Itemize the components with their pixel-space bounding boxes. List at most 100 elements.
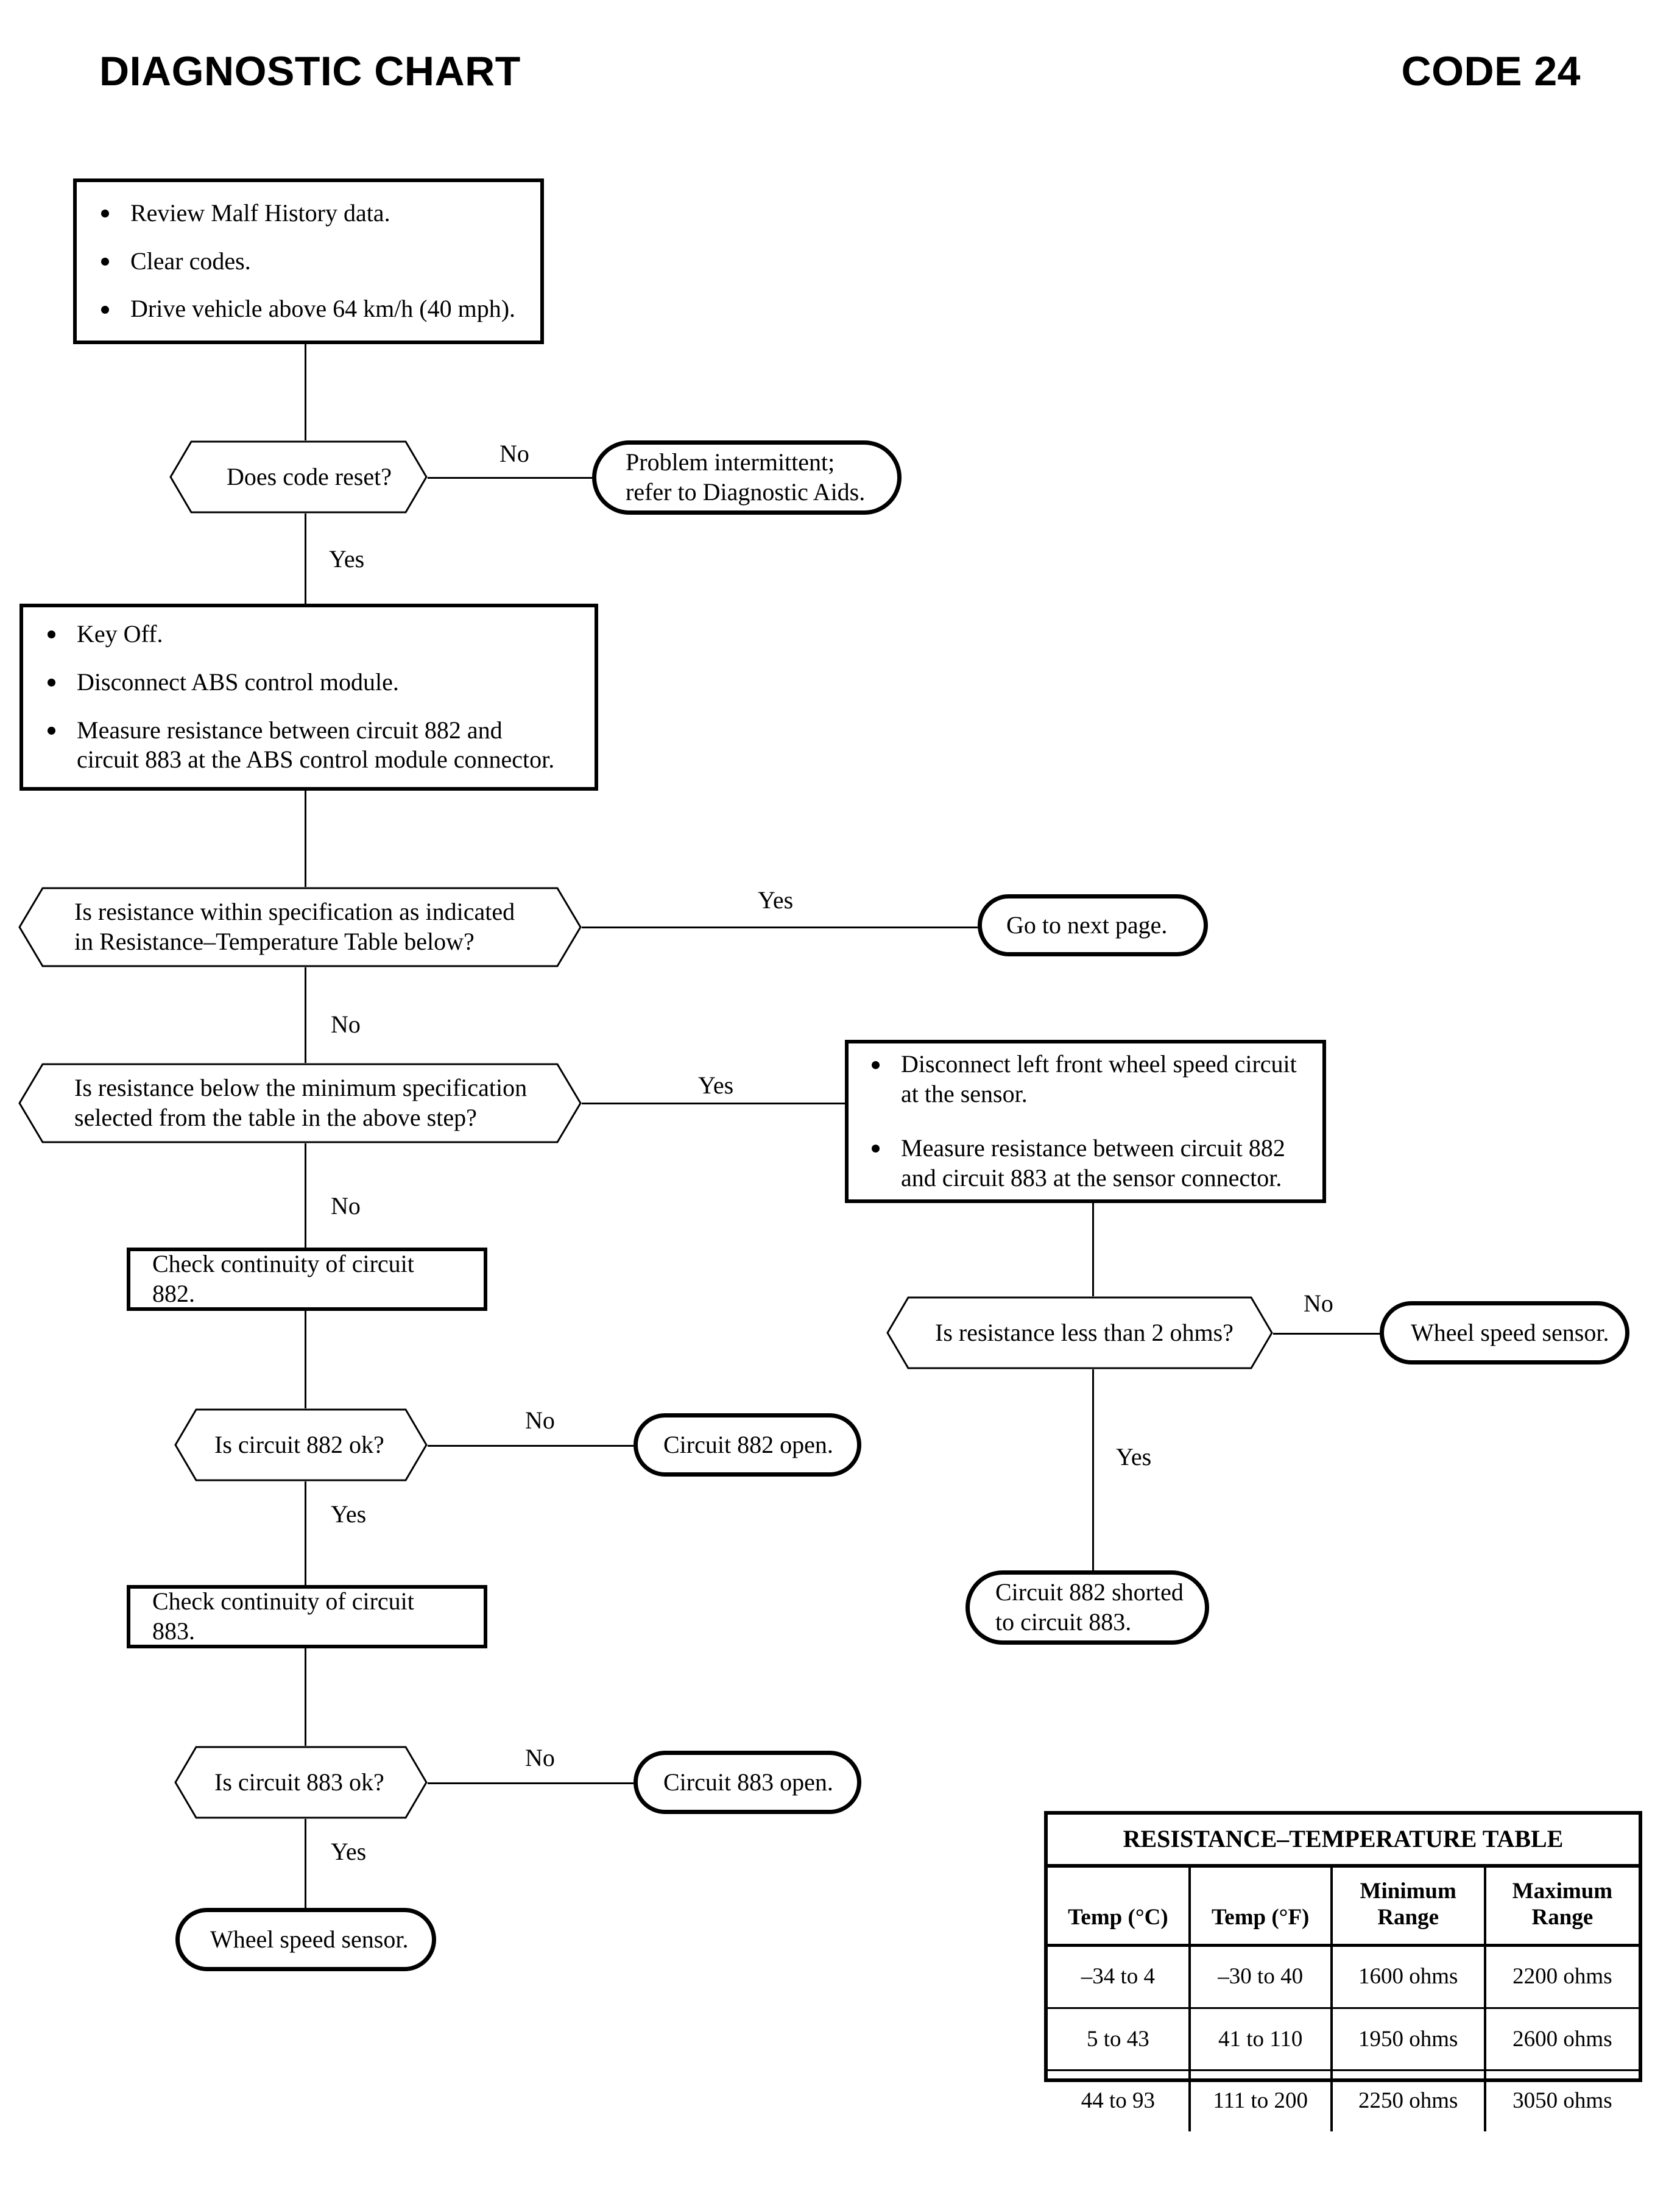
page-title: DIAGNOSTIC CHART [99, 48, 521, 94]
process-box-check-continuity-883: Check continuity of circuit 883. [127, 1585, 487, 1648]
decision-does-code-reset: Does code reset? [169, 440, 428, 514]
terminal-line-1: Circuit 882 shorted [995, 1578, 1184, 1606]
hexagon-shape [174, 1746, 428, 1819]
list-item: Clear codes. [101, 247, 516, 277]
connector-d5-no [426, 1782, 634, 1784]
connector-box883-to-d5 [305, 1648, 306, 1764]
terminal-circuit-882-open: Circuit 882 open. [634, 1413, 861, 1477]
terminal-wheel-speed-sensor-right: Wheel speed sensor. [1380, 1301, 1629, 1364]
list-item: Review Malf History data. [101, 199, 516, 228]
table-caption: RESISTANCE–TEMPERATURE TABLE [1048, 1815, 1639, 1868]
branch-label-883-ok-no: No [525, 1744, 555, 1771]
branch-label-below-min-yes: Yes [698, 1071, 734, 1099]
connector-d4-to-box883 [305, 1469, 306, 1585]
decision-circuit-882-ok: Is circuit 882 ok? [174, 1408, 428, 1481]
list-item: Drive vehicle above 64 km/h (40 mph). [101, 294, 516, 324]
connector-d3-to-box882 [305, 1132, 306, 1248]
resistance-temperature-table: RESISTANCE–TEMPERATURE TABLE Temp (°C) T… [1044, 1811, 1642, 2131]
hexagon-shape [174, 1408, 428, 1481]
decision-line-1: Is resistance within specification as in… [74, 898, 515, 926]
list-item: Measure resistance between circuit 882 a… [48, 716, 570, 775]
list-item: Disconnect left front wheel speed circui… [872, 1050, 1299, 1109]
hexagon-shape [18, 887, 582, 967]
terminal-problem-intermittent: Problem intermittent; refer to Diagnosti… [592, 440, 902, 515]
table-row: –34 to 4 –30 to 40 1600 ohms 2200 ohms [1048, 1945, 1639, 2008]
list-item: Key Off. [48, 620, 570, 649]
connector-box882-to-d4 [305, 1311, 306, 1427]
list-item: Disconnect ABS control module. [48, 668, 570, 697]
terminal-circuit-883-open: Circuit 883 open. [634, 1751, 861, 1814]
process-box-key-off: Key Off. Disconnect ABS control module. … [19, 604, 598, 791]
bullet-icon [101, 305, 109, 314]
bullet-icon [872, 1145, 880, 1153]
branch-label-within-spec-yes: Yes [758, 886, 794, 914]
branch-label-882-ok-no: No [525, 1407, 555, 1434]
table-row: 5 to 43 41 to 110 1950 ohms 2600 ohms [1048, 2007, 1639, 2071]
cell-minimum-range: 2250 ohms [1331, 2069, 1486, 2131]
table-header-row: Temp (°C) Temp (°F) Minimum Range Maximu… [1048, 1868, 1639, 1947]
connector-d6-no [1273, 1333, 1380, 1335]
terminal-line-2: to circuit 883. [995, 1608, 1132, 1636]
list-item: Measure resistance between circuit 882 a… [872, 1134, 1299, 1193]
bullet-icon [48, 679, 55, 687]
cell-temp-c: 5 to 43 [1048, 2007, 1191, 2071]
decision-resistance-less-than-2-ohms: Is resistance less than 2 ohms? [886, 1296, 1273, 1369]
code-label: CODE 24 [1401, 48, 1581, 94]
branch-label-code-reset-yes: Yes [329, 545, 365, 573]
connector-d2-yes [582, 927, 978, 928]
cell-maximum-range: 2200 ohms [1512, 1964, 1612, 1989]
cell-temp-f: 111 to 200 [1189, 2069, 1333, 2131]
cell-maximum-range: 3050 ohms [1484, 2069, 1639, 2131]
cell-temp-c: 44 to 93 [1048, 2069, 1191, 2131]
terminal-line-1: Problem intermittent; [626, 448, 835, 476]
connector-box1-to-d1 [305, 344, 306, 454]
cell-temp-f: 41 to 110 [1189, 2007, 1333, 2071]
table-row: 44 to 93 111 to 200 2250 ohms 3050 ohms [1048, 2069, 1639, 2131]
hexagon-shape [169, 440, 428, 514]
connector-sensorbox-to-d6 [1092, 1203, 1094, 1304]
process-box-check-continuity-882: Check continuity of circuit 882. [127, 1248, 487, 1311]
connector-d2-to-d3 [305, 954, 306, 1073]
terminal-wheel-speed-sensor-bottom: Wheel speed sensor. [175, 1908, 436, 1971]
hexagon-shape [886, 1296, 1273, 1369]
process-box-initial-steps: Review Malf History data. Clear codes. D… [73, 178, 544, 344]
bullet-icon [48, 630, 55, 639]
cell-temp-f: –30 to 40 [1189, 1945, 1333, 2008]
connector-d4-no [426, 1445, 634, 1447]
column-header-temp-c: Temp (°C) [1048, 1868, 1191, 1947]
bullet-icon [48, 726, 55, 735]
cell-minimum-range: 1600 ohms [1331, 1945, 1486, 2008]
connector-d6-to-shorted [1092, 1357, 1094, 1570]
connector-box2-to-d2 [305, 791, 306, 900]
decision-line-2: selected from the table in the above ste… [74, 1104, 477, 1131]
branch-label-below-min-no: No [331, 1192, 361, 1220]
cell-minimum-range: 1950 ohms [1331, 2007, 1486, 2071]
branch-label-less-2ohms-no: No [1304, 1290, 1333, 1317]
branch-label-within-spec-no: No [331, 1011, 361, 1038]
branch-label-less-2ohms-yes: Yes [1116, 1443, 1152, 1470]
bullet-icon [101, 258, 109, 266]
terminal-circuit-882-shorted: Circuit 882 shorted to circuit 883. [965, 1570, 1209, 1645]
connector-d3-yes [582, 1103, 845, 1104]
bullet-icon [872, 1061, 880, 1069]
connector-d1-no [426, 477, 592, 479]
decision-circuit-883-ok: Is circuit 883 ok? [174, 1746, 428, 1819]
bullet-icon [101, 210, 109, 218]
cell-temp-c: –34 to 4 [1048, 1945, 1191, 2008]
decision-line-1: Is resistance below the minimum specific… [74, 1074, 528, 1102]
branch-label-883-ok-yes: Yes [331, 1838, 367, 1865]
column-header-temp-f: Temp (°F) [1189, 1868, 1333, 1947]
terminal-go-to-next-page: Go to next page. [978, 894, 1208, 956]
connector-d1-to-box2 [305, 501, 306, 604]
process-box-disconnect-sensor: Disconnect left front wheel speed circui… [845, 1040, 1326, 1203]
cell-maximum-range: 2600 ohms [1484, 2007, 1639, 2071]
decision-resistance-below-minimum: Is resistance below the minimum specific… [18, 1063, 582, 1143]
hexagon-shape [18, 1063, 582, 1143]
column-header-minimum-range: Minimum Range [1331, 1868, 1486, 1947]
column-header-maximum-range: Maximum Range [1484, 1868, 1639, 1947]
decision-resistance-within-spec: Is resistance within specification as in… [18, 887, 582, 967]
terminal-line-2: refer to Diagnostic Aids. [626, 478, 866, 506]
branch-label-code-reset-no: No [499, 440, 529, 467]
connector-d5-to-terminal [305, 1807, 306, 1922]
